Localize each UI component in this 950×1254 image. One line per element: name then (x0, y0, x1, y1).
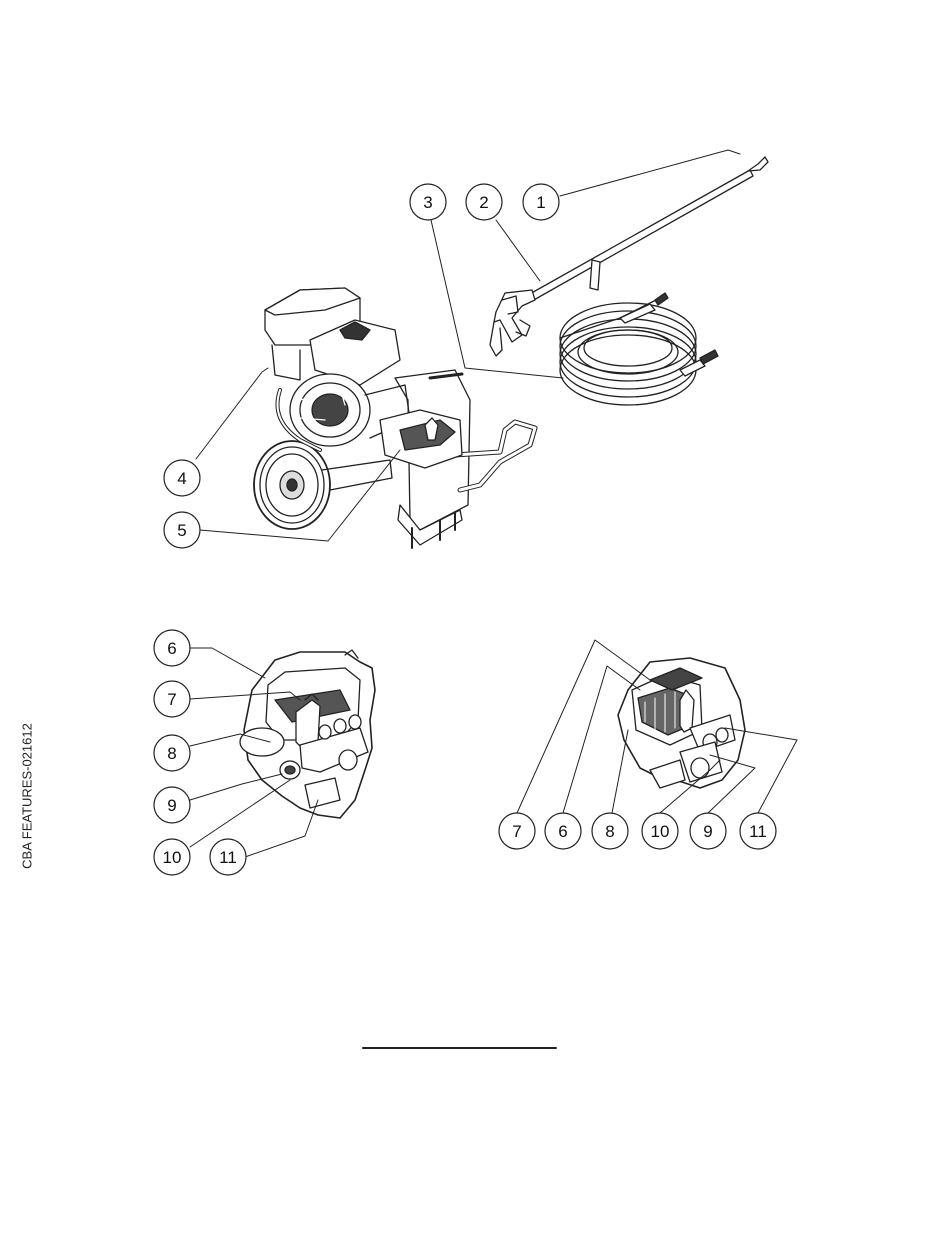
svg-text:7: 7 (512, 822, 521, 841)
callout-6-left: 6 (154, 630, 190, 666)
svg-text:9: 9 (703, 822, 712, 841)
callout-9-left: 9 (154, 787, 190, 823)
callout-2: 2 (466, 184, 502, 220)
pump-detail-right-illustration (618, 658, 745, 788)
callout-9-right: 9 (690, 813, 726, 849)
callout-5: 5 (164, 512, 200, 548)
svg-text:6: 6 (167, 639, 176, 658)
hose-coil-illustration (560, 293, 718, 405)
svg-text:9: 9 (167, 796, 176, 815)
callout-3: 3 (410, 184, 446, 220)
svg-text:4: 4 (177, 469, 186, 488)
callout-7-left: 7 (154, 681, 190, 717)
svg-text:10: 10 (651, 822, 670, 841)
callout-4: 4 (164, 460, 200, 496)
callout-10-left: 10 (154, 839, 190, 875)
svg-text:2: 2 (479, 193, 488, 212)
svg-text:11: 11 (219, 848, 237, 867)
svg-text:1: 1 (536, 193, 545, 212)
svg-text:11: 11 (749, 822, 767, 841)
callout-1: 1 (523, 184, 559, 220)
callout-11-left: 11 (210, 839, 246, 875)
callout-10-right: 10 (642, 813, 678, 849)
callout-11-right: 11 (740, 813, 776, 849)
svg-text:8: 8 (605, 822, 614, 841)
callout-6-right: 6 (545, 813, 581, 849)
svg-text:8: 8 (167, 744, 176, 763)
svg-text:6: 6 (558, 822, 567, 841)
callout-7-right: 7 (499, 813, 535, 849)
callout-8-right: 8 (592, 813, 628, 849)
callout-8-left: 8 (154, 735, 190, 771)
svg-text:7: 7 (167, 690, 176, 709)
svg-text:10: 10 (163, 848, 182, 867)
svg-text:3: 3 (423, 193, 432, 212)
svg-text:5: 5 (177, 521, 186, 540)
